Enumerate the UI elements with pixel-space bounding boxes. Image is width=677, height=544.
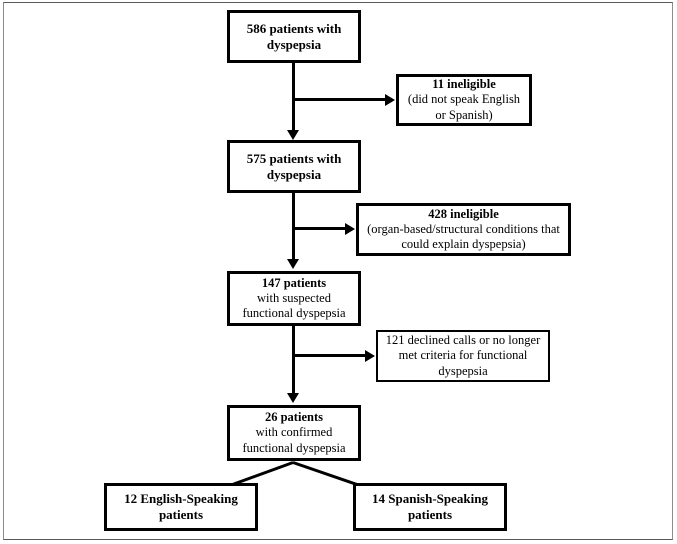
connector-screened-to-eligible — [292, 62, 295, 132]
connector-to-excluded-organic — [292, 227, 347, 230]
node-line: functional dyspepsia — [242, 440, 346, 455]
arrowhead-eligible-to-suspected — [287, 259, 299, 269]
node-english-12: 12 English-Speaking patients — [104, 483, 258, 531]
node-line: or Spanish) — [435, 107, 493, 122]
node-line: patients — [158, 507, 204, 522]
node-line: dyspepsia — [266, 36, 322, 52]
arrowhead-to-declined — [365, 350, 375, 362]
node-excluded-language-11: 11 ineligible (did not speak English or … — [396, 74, 532, 126]
node-screened-586: 586 patients with dyspepsia — [227, 10, 361, 63]
connector-to-excluded-language — [292, 98, 387, 101]
node-line: 147 patients — [261, 275, 327, 290]
node-suspected-147: 147 patients with suspected functional d… — [227, 271, 361, 326]
node-line: 428 ineligible — [428, 206, 499, 221]
node-line: with suspected — [257, 290, 331, 305]
arrowhead-screened-to-eligible — [287, 130, 299, 140]
node-line: 121 declined calls or no longer — [385, 333, 541, 348]
node-line: (organ-based/structural conditions that — [367, 221, 560, 236]
node-spanish-14: 14 Spanish-Speaking patients — [353, 483, 507, 531]
connector-suspected-to-confirmed — [292, 325, 295, 397]
node-line: functional dyspepsia — [242, 306, 346, 321]
node-line: dyspepsia — [266, 166, 322, 182]
node-line: 12 English-Speaking — [124, 491, 238, 507]
connector-to-declined — [292, 354, 367, 357]
node-line: (did not speak English — [407, 92, 521, 107]
arrowhead-to-excluded-language — [385, 94, 395, 106]
node-excluded-organic-428: 428 ineligible (organ-based/structural c… — [356, 203, 571, 256]
node-line: 26 patients — [264, 410, 323, 425]
node-eligible-575: 575 patients with dyspepsia — [227, 140, 361, 193]
node-line: dyspepsia — [438, 363, 488, 378]
node-line: could explain dyspepsia) — [401, 237, 526, 252]
node-line: 586 patients with — [246, 20, 342, 36]
node-line: 575 patients with — [246, 150, 342, 166]
node-line: met criteria for functional — [398, 348, 528, 363]
node-declined-121: 121 declined calls or no longer met crit… — [376, 330, 550, 382]
node-line: with confirmed — [255, 425, 333, 440]
node-line: 14 Spanish-Speaking — [372, 491, 488, 507]
node-line: patients — [407, 507, 453, 522]
arrowhead-suspected-to-confirmed — [287, 393, 299, 403]
node-confirmed-26: 26 patients with confirmed functional dy… — [227, 405, 361, 461]
node-line: 11 ineligible — [432, 77, 496, 92]
arrowhead-to-excluded-organic — [345, 223, 355, 235]
